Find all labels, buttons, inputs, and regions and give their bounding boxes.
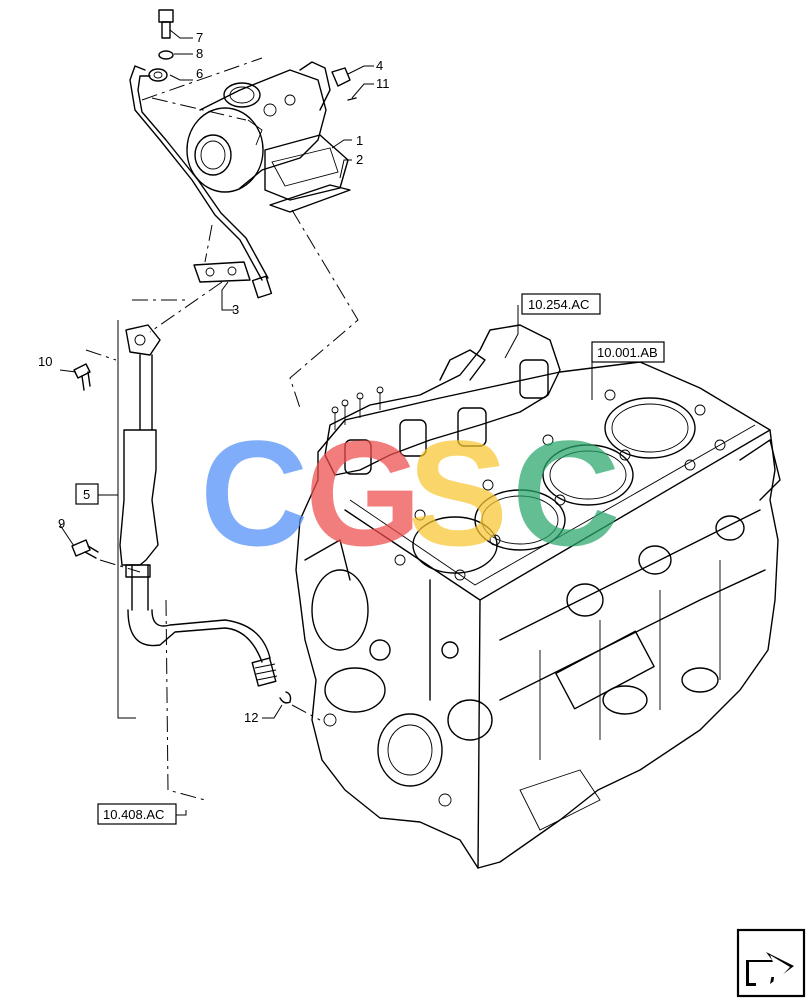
callout-10: 10	[38, 354, 52, 369]
callout-1: 1	[356, 133, 363, 148]
oil-return-pipe	[119, 324, 278, 687]
ref-label-10-408-ac: 10.408.AC	[103, 807, 164, 822]
gasket-2	[269, 184, 351, 213]
center-lines	[85, 57, 359, 801]
callout-12: 12	[244, 710, 258, 725]
washer-6	[148, 68, 168, 82]
watermark-letter-4: C	[512, 409, 620, 577]
ref-box-10-254-ac[interactable]: 10.254.AC	[521, 293, 601, 315]
watermark-logo: C G S C	[200, 409, 620, 577]
ref-label-10-254-ac: 10.254.AC	[528, 297, 589, 312]
watermark-letter-3: S	[408, 409, 508, 577]
leader-lines	[59, 29, 593, 816]
oil-feed-pipe	[129, 65, 273, 299]
watermark-letter-2: G	[305, 409, 422, 577]
gasket-3	[193, 261, 251, 283]
exhaust-manifold	[324, 324, 561, 476]
callout-8: 8	[196, 46, 203, 61]
ref-box-10-001-ab[interactable]: 10.001.AB	[591, 341, 665, 363]
washer-8	[158, 50, 174, 60]
callout-2: 2	[356, 152, 363, 167]
callout-6: 6	[196, 66, 203, 81]
callout-7: 7	[196, 30, 203, 45]
stud-11	[347, 97, 357, 101]
bolt-9	[71, 539, 99, 559]
bolt-10	[73, 363, 91, 391]
callout-9: 9	[58, 516, 65, 531]
banjo-bolt-7	[158, 9, 174, 39]
engine-block	[295, 361, 781, 869]
clamp-12	[279, 691, 292, 704]
nut-4	[331, 67, 351, 87]
callout-11: 11	[376, 76, 390, 91]
callout-labels: 7 8 6 4 11 1 2 3 10 9 12 5	[38, 30, 390, 725]
next-page-arrow-icon[interactable]	[736, 928, 806, 998]
turbocharger	[186, 61, 349, 201]
callout-3: 3	[232, 302, 239, 317]
callout-4: 4	[376, 58, 383, 73]
callout-5: 5	[83, 487, 90, 502]
watermark-letter-1: C	[200, 409, 308, 577]
ref-label-10-001-ab: 10.001.AB	[597, 345, 658, 360]
ref-box-10-408-ac[interactable]: 10.408.AC	[97, 803, 177, 825]
